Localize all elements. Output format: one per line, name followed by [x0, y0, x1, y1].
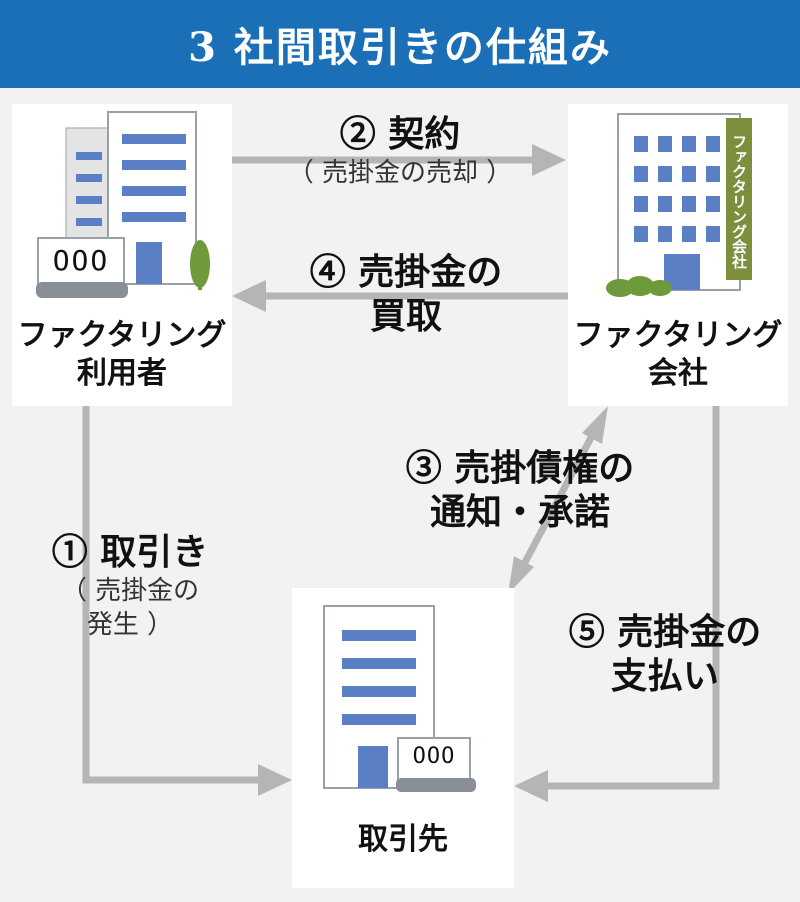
step-payment-line2: 支払い — [610, 655, 719, 697]
step-notification-line1: ③ 売掛債権の — [405, 447, 635, 489]
step-contract-title: ② 契約 — [339, 113, 461, 155]
step-transaction: ① 取引き （ 売掛金の 発生 ） — [20, 530, 240, 642]
user-label-line2: 利用者 — [77, 356, 167, 391]
client-sign-text: OOO — [412, 744, 456, 769]
node-client: OOO 取引先 — [292, 588, 514, 888]
step-payment: ⑤ 売掛金の 支払い — [540, 610, 790, 698]
arrow-contract — [232, 144, 566, 176]
client-label: 取引先 — [358, 822, 448, 857]
step-payment-line1: ⑤ 売掛金の — [568, 611, 762, 653]
step-transaction-note2: 発生 ） — [86, 610, 174, 640]
step-contract: ② 契約 （ 売掛金の売却 ） — [260, 112, 540, 190]
page-title: 3 社間取引きの仕組み — [0, 0, 800, 88]
company-building-icon — [606, 113, 752, 297]
step-purchase: ④ 売掛金の 買取 — [276, 250, 536, 338]
factor-label-line2: 会社 — [648, 356, 708, 391]
step-purchase-line2: 買取 — [369, 295, 442, 337]
arrow-payment — [514, 406, 720, 802]
arrow-transaction — [82, 406, 292, 796]
step-contract-note: （ 売掛金の売却 ） — [287, 158, 513, 188]
office-building-icon — [36, 111, 210, 298]
company-sign-text: ファクタリング会社 — [730, 133, 748, 269]
node-factoring-user: OOO ファクタリング 利用者 — [12, 104, 232, 406]
step-transaction-title: ① 取引き — [51, 531, 209, 573]
factor-label-line1: ファクタリング — [573, 318, 783, 353]
step-notification: ③ 売掛債権の 通知・承諾 — [360, 446, 680, 534]
client-building-icon — [323, 605, 476, 792]
node-factoring-company: ファクタリング会社 ファクタリング 会社 — [568, 104, 788, 406]
user-label-line1: ファクタリング — [17, 318, 227, 353]
shop-sign-text: OOO — [52, 244, 110, 277]
arrow-notification — [508, 406, 608, 594]
step-transaction-note1: （ 売掛金の — [60, 576, 200, 606]
arrow-purchase — [232, 280, 568, 312]
step-purchase-line1: ④ 売掛金の — [309, 251, 503, 293]
step-notification-line2: 通知・承諾 — [429, 491, 610, 533]
